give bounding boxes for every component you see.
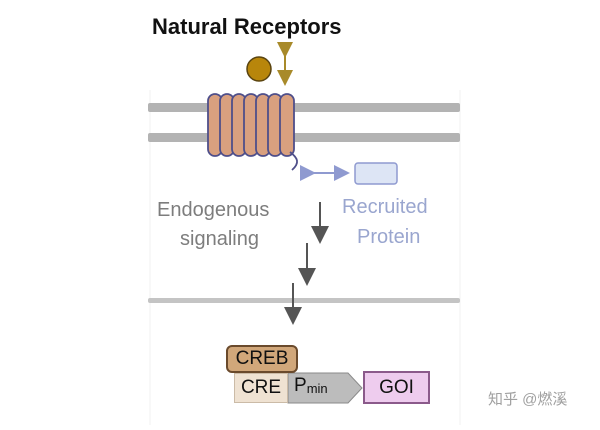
endogenous-label-line1: Endogenous — [157, 199, 270, 221]
watermark: 知乎 @燃溪 — [488, 391, 568, 408]
endogenous-label-line2: signaling — [180, 228, 259, 250]
pmin-subscript: min — [306, 381, 328, 396]
membrane-outer-leaflet — [148, 103, 460, 112]
nuclear-membrane — [148, 298, 460, 303]
pmin-main: P — [294, 375, 307, 396]
recruited-label-line2: Protein — [357, 226, 421, 248]
diagram-title: Natural Receptors — [152, 14, 342, 39]
receptor-c-tail — [289, 151, 298, 171]
cre-box: CRE — [234, 373, 288, 403]
creb-box: CREB — [226, 345, 298, 373]
ligand-circle-icon — [246, 56, 272, 82]
pmin-promoter-shape — [287, 372, 363, 404]
membrane-inner-leaflet — [148, 133, 460, 142]
receptor-7tm — [207, 93, 298, 171]
goi-box: GOI — [363, 371, 430, 404]
pmin-label: Pmin — [294, 375, 328, 397]
recruited-protein-shape — [354, 162, 398, 185]
recruited-label-line1: Recruited — [342, 196, 428, 218]
